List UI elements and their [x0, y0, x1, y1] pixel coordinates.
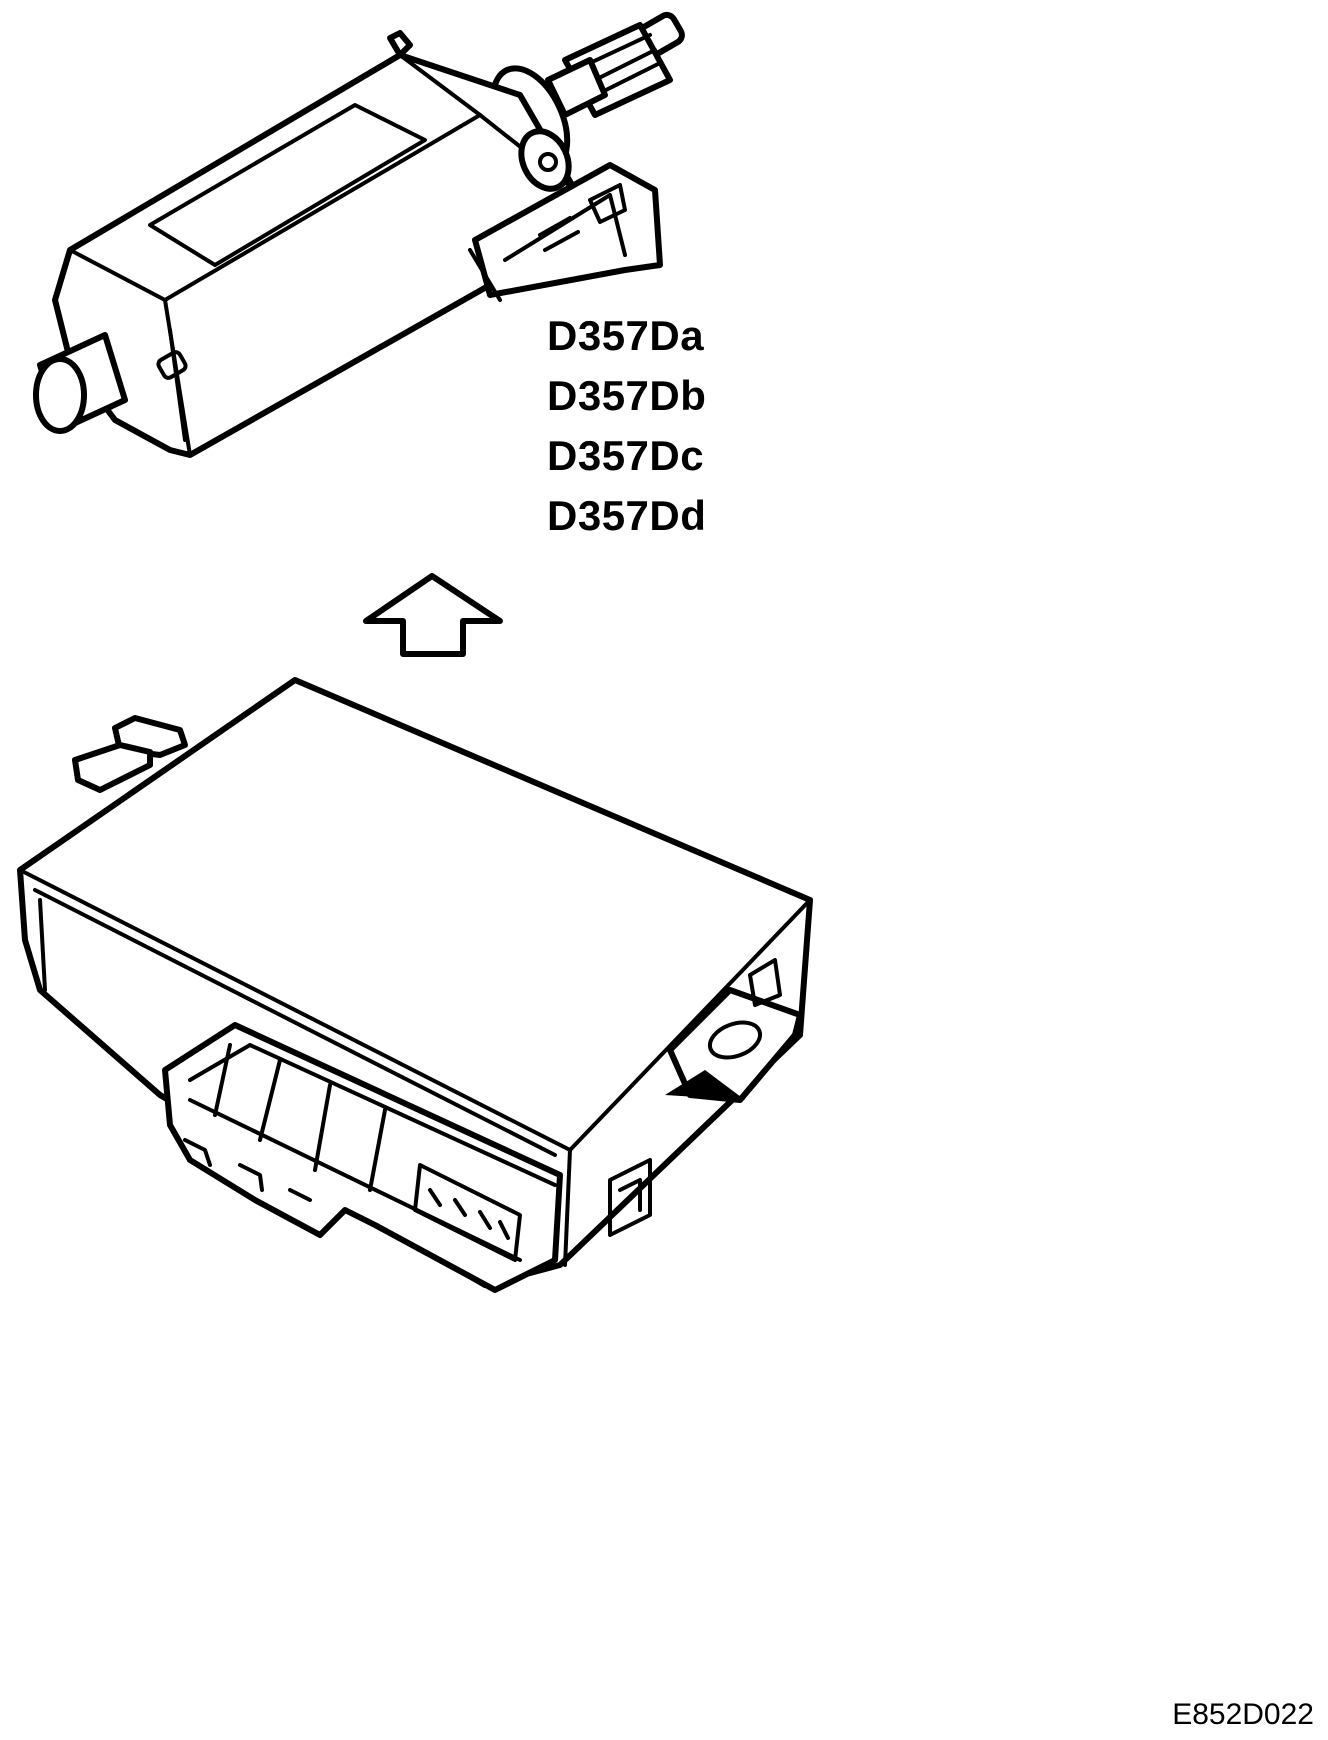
actuator-connector	[468, 162, 663, 302]
drawing-code: E852D022	[1172, 1698, 1314, 1731]
part-number-label: D357Da	[547, 312, 705, 359]
module-mounting-ear	[665, 987, 803, 1103]
control-module	[17, 677, 813, 1293]
module-bracket	[72, 715, 188, 793]
assembly-arrow	[363, 573, 503, 657]
actuator-knob	[33, 332, 128, 434]
part-number-label: D357Db	[547, 372, 707, 419]
actuator-motor	[33, 11, 685, 458]
part-number-list: D357Da D357Db D357Dc D357Dd	[547, 306, 706, 546]
part-number-label: D357Dd	[547, 492, 707, 539]
part-number-label: D357Dc	[547, 432, 705, 479]
actuator-label-panel	[148, 103, 427, 267]
module-connector	[162, 1022, 563, 1293]
actuator-spindle	[545, 11, 685, 118]
